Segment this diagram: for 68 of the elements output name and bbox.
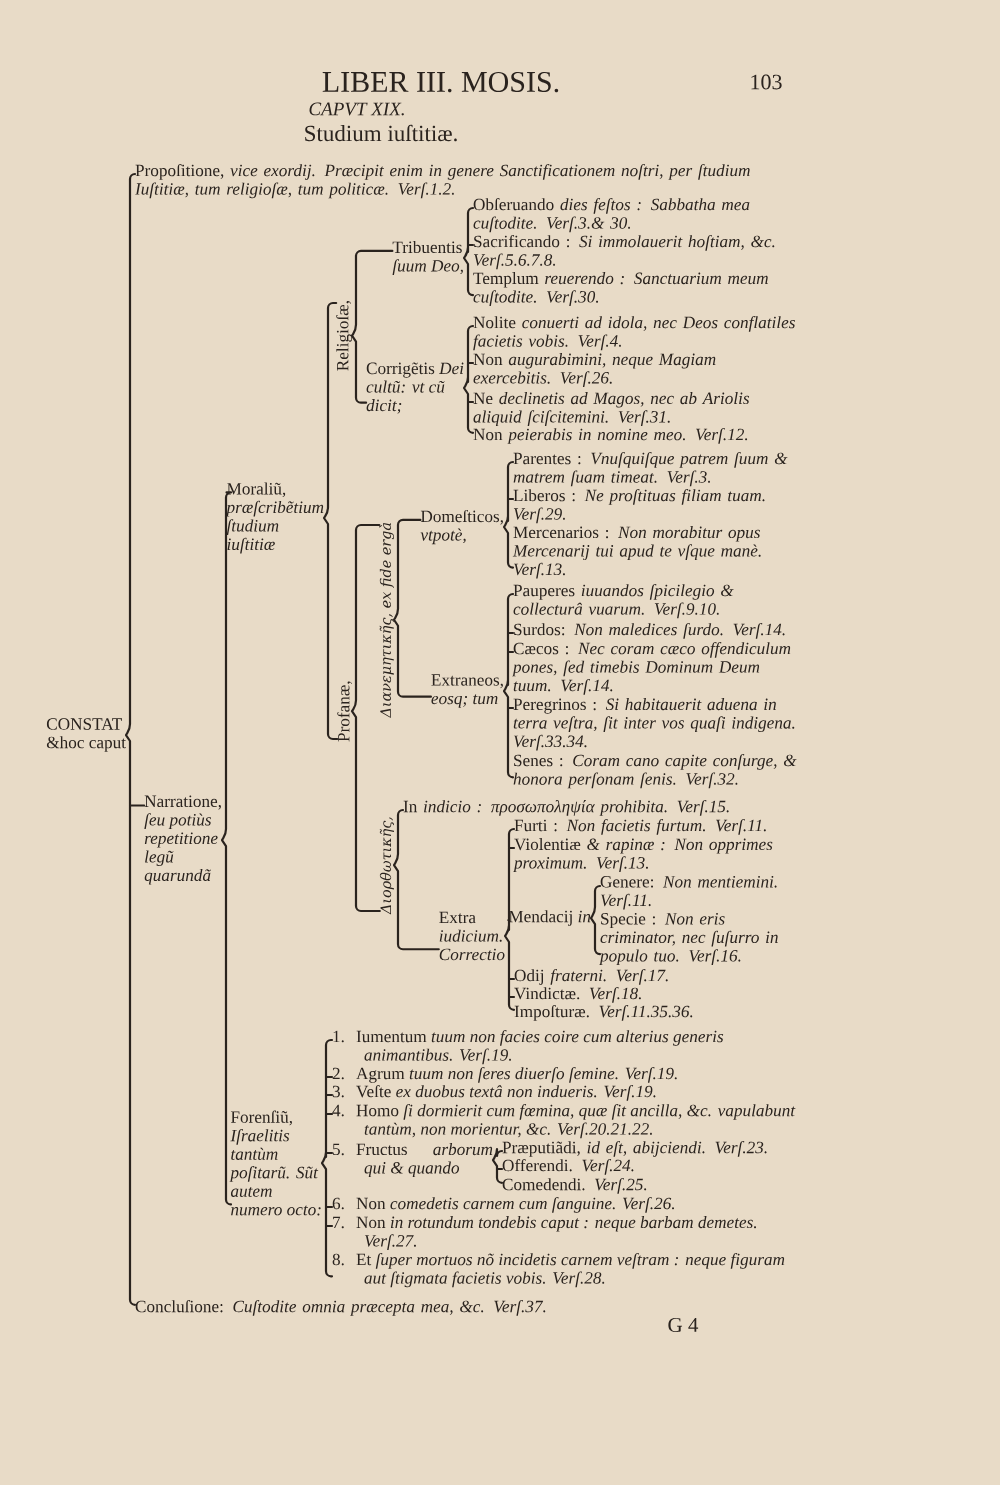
entry-text: Odij fraterni. Verſ.17. (514, 969, 668, 985)
branch-label: CONSTAT &hoc caput (46, 718, 126, 752)
entry-text: Senes : Coram cano capite conſurge, & honora perſonam ſenis. Verſ.32. (513, 754, 797, 789)
curly-brace (322, 301, 339, 741)
running-head: LIBER III. MOSIS. (322, 71, 559, 93)
curly-brace (320, 1038, 334, 1278)
entry-text: Offerendi. Verſ.24. (502, 1159, 634, 1175)
entry-text: Furti : Non facietis furtum. Verſ.11. (514, 819, 766, 835)
entry-text: Liberos : Ne proſtituas filiam tuam. Verſ.29. (513, 489, 765, 524)
numbered-entry: 5. Fructus arborum qui & quando (333, 1143, 493, 1178)
page-number: 103 (751, 74, 782, 90)
entry-text: Violentiæ & rapinæ : Non opprimes proximum. Verſ.13. (513, 838, 773, 873)
numbered-entry: 3. Veſte ex duobus textâ non indueris. Verſ.19. (332, 1085, 656, 1101)
vertical-label: Διανεμητικῆς, ex fide ergà (379, 523, 394, 718)
entry-text: Concluſione: Cuſtodite omnia præcepta mea, &c. Verſ.37. (135, 1300, 546, 1316)
numbered-entry: 1. Iumentum tuum non facies coire cum alterius generis animantibus. Verſ.19. (333, 1030, 724, 1065)
curly-brace (502, 460, 515, 569)
curly-brace (392, 808, 440, 951)
entry-text: Vindictæ. Verſ.18. (514, 987, 641, 1003)
entry-text: Non peierabis in nomine meo. Verſ.12. (473, 428, 748, 444)
entry-text: Obſeruando dies feſtos : Sabbatha mea cuſtodite. Verſ.3.& 30. (473, 198, 750, 233)
entry-text: Comedendi. Verſ.25. (502, 1178, 647, 1194)
entry-text: Nolite conuerti ad idola, nec Deos conflatiles facietis vobis. Verſ.4. (473, 316, 795, 351)
numbered-entry: 6. Non comedetis carnem cum ſanguine. Verſ.26. (332, 1197, 674, 1213)
branch-label: Domeſticos, vtpotè, (420, 509, 503, 545)
numbered-entry: 4. Homo ſi dormierit cum fœmina, quæ ſit ancilla, &c. vapulabunt tantùm, non morientur, &c. Verſ.20.21.22. (332, 1104, 796, 1139)
curly-brace (589, 884, 602, 956)
curly-brace (491, 1147, 504, 1184)
entry-text: Peregrinos : Si habitauerit aduena in terra veſtra, ſit inter vos quaſi indigena. Verſ.33.34. (513, 698, 795, 751)
entry-text: Non augurabimini, neque Magiam exercebitis. Verſ.26. (473, 353, 716, 388)
vertical-label: Διορθωτικῆς, (379, 817, 394, 915)
chapter-heading: CAPVT XIX. (309, 102, 404, 116)
numbered-entry: 7. Non in rotundum tondebis caput : neque barbam demetes. Verſ.27. (333, 1216, 757, 1251)
entry-text: Propoſitione, vice exordij. Præcipit enim in genere Sanctificationem noſtri, per ſtudium Iuſtitiæ, tum religioſæ, tum politicæ. Verſ.1.2. (134, 164, 750, 199)
numbered-entry: 2. Agrum tuum non ſeres diuerſo ſemine. Verſ.19. (332, 1067, 677, 1083)
branch-label: Narratione, ſeu potiùs repetitione legũ quarundã (144, 795, 221, 885)
entry-text: Templum reuerendo : Sanctuarium meum cuſtodite. Verſ.30. (473, 272, 768, 307)
branch-label: Corrigẽtis Dei cultũ: vt cũ dicit; (366, 362, 464, 414)
branch-label: Moraliũ, præſcribẽtium ſtudium iuſtitiæ (225, 482, 324, 554)
vertical-label: Religioſæ, (336, 301, 352, 371)
signature-mark: G 4 (668, 1317, 699, 1333)
curly-brace (220, 491, 233, 1206)
entry-text: Surdos: Non maledices ſurdo. Verſ.14. (514, 623, 785, 639)
curly-brace (462, 324, 475, 434)
entry-text: Impoſturæ. Verſ.11.35.36. (514, 1005, 693, 1021)
entry-text: Pauperes iuuandos ſpicilegio & collecturâ vuarum. Verſ.9.10. (513, 584, 734, 619)
vertical-label: Profanæ, (337, 681, 352, 742)
branch-label: Extraneos, eosq; tum (431, 674, 503, 708)
entry-text: Mercenarios : Non morabitur opus Mercenarij tui apud te vſque manè. Verſ.13. (512, 526, 761, 579)
branch-label: Tribuentis ſuum Deo, (392, 241, 463, 276)
entry-text: In indicio : προσωποληψία prohibita. Verſ.15. (403, 800, 729, 816)
entry-text: Præputiãdi, id eſt, abijciendi. Verſ.23. (502, 1141, 767, 1157)
curly-brace (124, 172, 146, 1306)
branch-label: Forenſiũ, Iſraelitis tantùm poſitarũ. Sũt autem numero octo: (229, 1110, 321, 1216)
curly-brace (350, 523, 381, 913)
curly-brace (462, 206, 475, 297)
section-title: Studium iuſtitiæ. (305, 124, 457, 142)
entry-text: Specie : Non eris criminator, nec ſuſurro in populo tuo. Verſ.16. (599, 913, 778, 966)
curly-brace (503, 827, 516, 1011)
branch-label: Mendacij in (508, 910, 591, 926)
entry-text: Sacrificando : Si immolauerit hoſtiam, &c. Verſ.5.6.7.8. (473, 235, 775, 270)
numbered-entry: 8. Et ſuper mortuos nõ incidetis carnem veſtram : neque figuram aut ſtigmata facietis vobis. Verſ.28. (332, 1253, 785, 1288)
branch-label: Extra iudicium. Correctio (439, 911, 505, 961)
entry-text: Cæcos : Nec coram cæco offendiculum pones, ſed timebis Dominum Deum tuum. Verſ.14. (512, 642, 791, 695)
curly-brace (502, 592, 515, 779)
entry-text: Parentes : Vnuſquiſque patrem ſuum & matrem ſuam timeat. Verſ.3. (513, 452, 788, 487)
entry-text: Ne declinetis ad Magos, nec ab Ariolis aliquid ſciſcitemini. Verſ.31. (473, 392, 750, 427)
entry-text: Genere: Non mentiemini. Verſ.11. (600, 876, 777, 910)
